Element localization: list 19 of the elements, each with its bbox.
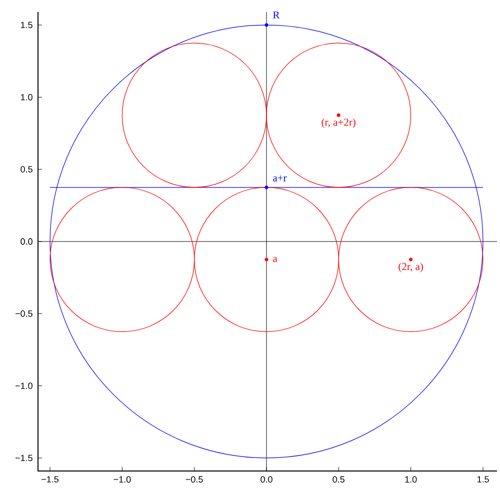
point-label: a xyxy=(273,257,278,262)
tick-label: 1.5 xyxy=(477,476,489,482)
tick-label: 0.5 xyxy=(20,166,32,172)
tick-label: 1.0 xyxy=(20,94,32,100)
point-label: R xyxy=(273,12,280,18)
point-label: (r, a+2r) xyxy=(322,118,356,128)
point-label: a+r xyxy=(273,175,287,182)
tick-label: 1.5 xyxy=(20,22,32,28)
tick-label: 0.5 xyxy=(332,476,344,483)
tick-label: −0.5 xyxy=(186,476,203,483)
tick-label: 1.0 xyxy=(405,476,417,483)
tick-label: −1.0 xyxy=(15,382,32,389)
tick-label: 0.0 xyxy=(260,476,272,483)
tick-label: 0.0 xyxy=(20,238,32,245)
tick-label: −0.5 xyxy=(15,310,32,317)
tick-label: −1.0 xyxy=(114,476,131,483)
tick-label: −1.5 xyxy=(42,476,58,482)
tick-label: −1.5 xyxy=(15,454,32,462)
point-label: (2r, a) xyxy=(398,262,423,272)
